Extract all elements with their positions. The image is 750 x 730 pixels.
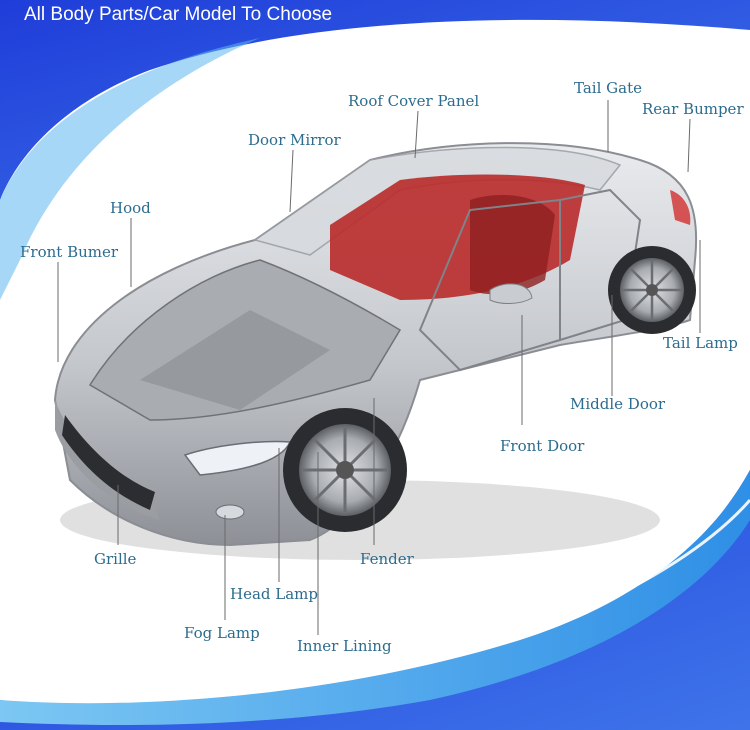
label-front-door: Front Door <box>500 437 585 455</box>
label-inner-lining: Inner Lining <box>297 637 392 655</box>
page-title: All Body Parts/Car Model To Choose <box>24 4 333 25</box>
label-rear-bumper: Rear Bumper <box>642 100 744 118</box>
label-front-bumper: Front Bumer <box>20 243 119 261</box>
label-roof-cover-panel: Roof Cover Panel <box>348 92 480 110</box>
label-fender: Fender <box>360 550 414 568</box>
grille-shape <box>62 415 155 510</box>
label-grille: Grille <box>94 550 137 568</box>
label-hood: Hood <box>110 199 151 217</box>
label-head-lamp: Head Lamp <box>230 585 319 603</box>
label-tail-lamp: Tail Lamp <box>663 334 738 352</box>
label-door-mirror: Door Mirror <box>248 131 341 149</box>
label-middle-door: Middle Door <box>570 395 666 413</box>
label-fog-lamp: Fog Lamp <box>184 624 260 642</box>
label-tail-gate: Tail Gate <box>574 79 642 97</box>
